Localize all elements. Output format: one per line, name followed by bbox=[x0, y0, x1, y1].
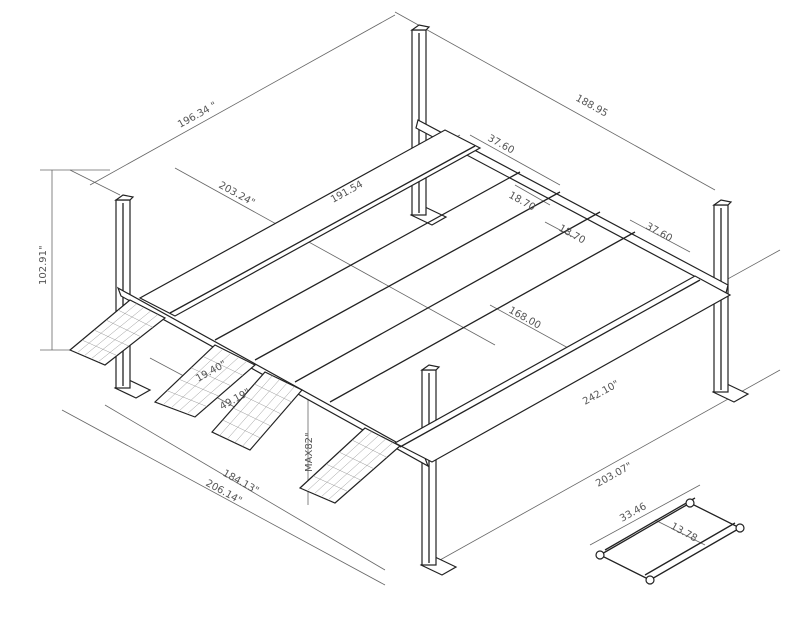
jack-tray-wheel bbox=[595, 550, 605, 560]
dim-188-95: 188.95 bbox=[574, 93, 610, 120]
jack-tray-rail bbox=[604, 497, 696, 551]
runway-right bbox=[393, 275, 732, 463]
dim-37-60-right: 37.60 bbox=[644, 221, 674, 245]
dimension-line bbox=[514, 184, 551, 206]
dimension-line bbox=[394, 11, 716, 191]
ramp-grid-line bbox=[243, 395, 282, 415]
dimension-line bbox=[629, 219, 691, 253]
ramp-grid-line bbox=[313, 435, 380, 495]
drip-tray-edge bbox=[329, 231, 636, 403]
ramp-grid-line bbox=[162, 348, 224, 406]
drip-tray-edge bbox=[254, 191, 561, 361]
ramp-grid-line bbox=[186, 360, 248, 415]
drip-tray-edge bbox=[294, 211, 601, 383]
dimension-line bbox=[439, 369, 781, 561]
dimension-line bbox=[469, 134, 561, 186]
ramp-grid-line bbox=[338, 451, 375, 470]
dim-203-07: 203.07" bbox=[594, 461, 634, 490]
dimension-line bbox=[174, 167, 496, 346]
drip-tray-edge bbox=[214, 171, 521, 341]
post-back-cap bbox=[410, 24, 431, 31]
dim-18-70-b: 18.70 bbox=[557, 223, 587, 247]
dimension-line bbox=[89, 14, 396, 186]
ramp-grid-line bbox=[105, 319, 142, 338]
dim-max-82: MAX82" bbox=[304, 432, 315, 472]
ramp-grid-line bbox=[178, 356, 240, 412]
ramp-grid-line bbox=[312, 475, 349, 492]
ramp-grid-line bbox=[117, 309, 154, 328]
jack-tray-rail bbox=[644, 522, 736, 576]
dimension-line bbox=[69, 169, 121, 196]
ramp-grid-line bbox=[83, 307, 145, 357]
dim-13-78: 13.78 bbox=[669, 521, 699, 545]
ramp-grid-line bbox=[219, 375, 273, 436]
ramp-grid-line bbox=[233, 407, 271, 427]
dim-168-00: 168.00 bbox=[507, 305, 543, 332]
ramp-grid-line bbox=[254, 383, 292, 403]
runway-right-rail bbox=[399, 279, 701, 448]
ramp-grid-line bbox=[190, 367, 232, 387]
ramp-grid-line bbox=[242, 386, 295, 447]
ramp-grid-line bbox=[222, 419, 261, 439]
ramp-1 bbox=[68, 299, 167, 366]
jack-tray-wheel bbox=[735, 523, 745, 533]
ramp-grid-line bbox=[178, 378, 220, 397]
ramp-4 bbox=[298, 427, 402, 504]
jack-tray-wheel bbox=[645, 575, 655, 585]
ramp-grid-line bbox=[81, 339, 118, 356]
ramp-grid-line bbox=[227, 379, 280, 440]
post-left-cap bbox=[114, 194, 135, 201]
dimension-line bbox=[104, 404, 386, 571]
dim-242-10: 242.10" bbox=[581, 379, 621, 408]
ramp-2 bbox=[153, 344, 257, 418]
dim-102-91: 102.91" bbox=[38, 245, 49, 285]
dim-18-70-a: 18.70 bbox=[507, 190, 537, 214]
dimension-line bbox=[589, 484, 701, 546]
ramp-grid-line bbox=[234, 382, 288, 443]
ramp-grid-line bbox=[170, 352, 232, 409]
ramp-grid-line bbox=[320, 438, 387, 498]
ramp-grid-line bbox=[202, 356, 244, 376]
dimension-line bbox=[544, 221, 576, 239]
dimension-line bbox=[61, 409, 386, 586]
dim-196-34: 196.34 " bbox=[176, 100, 219, 130]
ramp-grid-line bbox=[306, 431, 373, 492]
jack-tray-wheel bbox=[685, 498, 695, 508]
ramp-grid-line bbox=[351, 439, 388, 458]
runway-left-rail bbox=[169, 145, 476, 314]
ramp-grid-line bbox=[97, 314, 159, 363]
ramp-grid-line bbox=[166, 390, 208, 407]
runway-left bbox=[138, 129, 482, 317]
post-right-cap bbox=[712, 199, 733, 206]
dimension-line bbox=[654, 519, 706, 546]
ramp-grid-line bbox=[325, 463, 362, 481]
post-front-cap bbox=[420, 364, 441, 371]
ramp-grid-line bbox=[327, 442, 394, 501]
ramp-grid-line bbox=[76, 303, 138, 354]
ramp-grid-line bbox=[93, 329, 130, 347]
ramp-grid-line bbox=[90, 310, 152, 360]
dim-37-60-back: 37.60 bbox=[486, 133, 516, 157]
